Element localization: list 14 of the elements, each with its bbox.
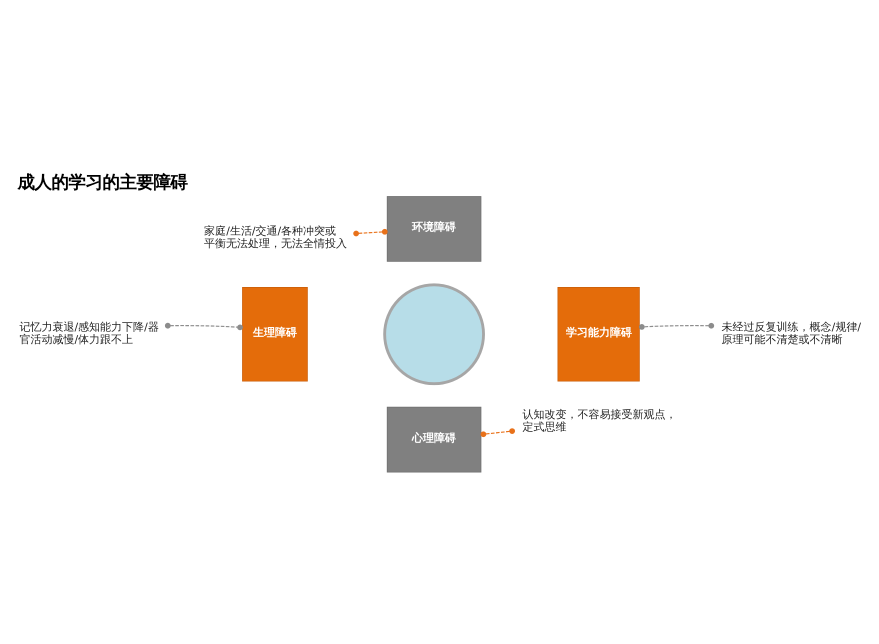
node-box: 心理障碍 — [386, 406, 482, 472]
node-text: 家庭/生活/交通/各种冲突或平衡无法处理，无法全情投入 — [204, 224, 348, 250]
connector — [638, 322, 714, 330]
node-text: 认知改变，不容易接受新观点，定式思维 — [522, 408, 676, 434]
node-box: 环境障碍 — [386, 196, 482, 262]
diagram-title: 成人的学习的主要障碍 — [17, 172, 188, 193]
connector — [480, 428, 516, 438]
node-text: 未经过反复训练，概念/规律/原理可能不清楚或不清晰 — [722, 320, 861, 346]
node-text: 记忆力衰退/感知能力下降/器官活动减慢/体力跟不上 — [19, 320, 159, 346]
node-circle — [383, 283, 485, 386]
connector — [353, 228, 388, 236]
node-box: 学习能力障碍 — [558, 287, 640, 382]
node-box: 生理障碍 — [242, 287, 308, 382]
connector — [164, 322, 243, 330]
